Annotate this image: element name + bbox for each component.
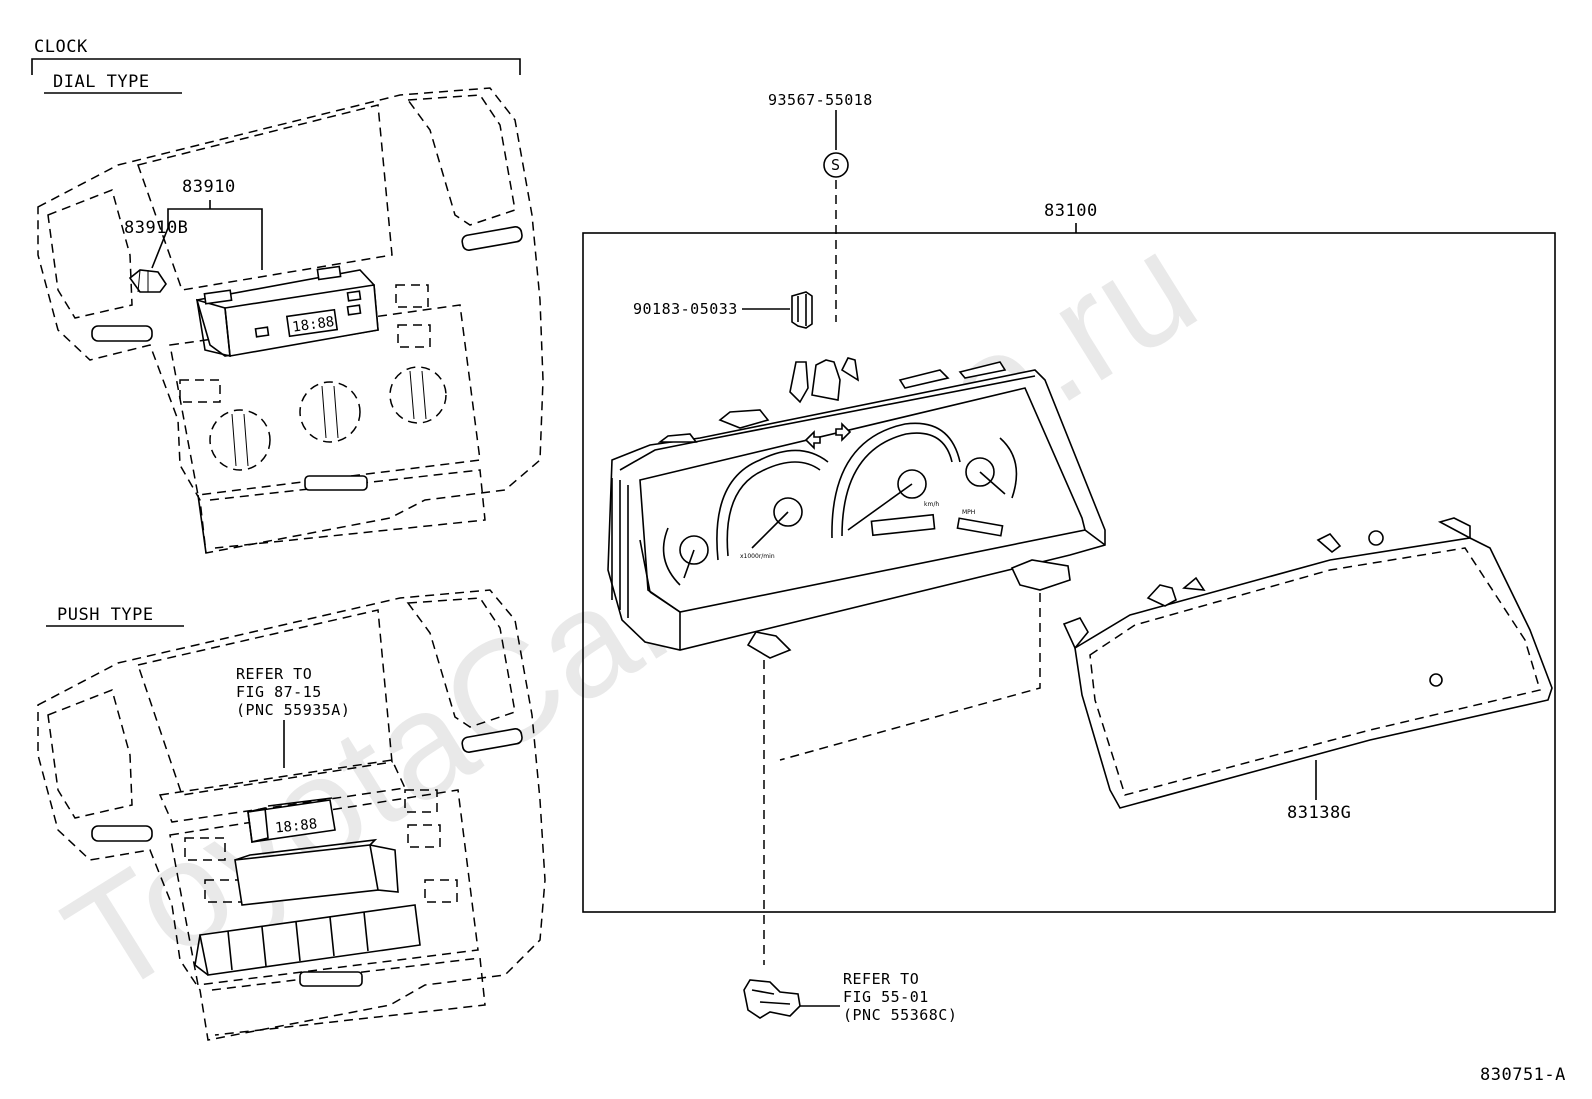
label-90183: 90183-05033 [633, 300, 738, 318]
dial-right-vent-slot [461, 226, 523, 251]
meter-bottom-bracket-right [1010, 559, 1071, 591]
push-panel-outline [37, 589, 546, 1041]
dial-type-panel: 18:88 83910 83910B [37, 87, 544, 554]
assembly-frame-83100 [582, 232, 1556, 913]
push-type-panel: 18:88 REFER TO FIG 87-15 (PNC 55935A) [37, 589, 546, 1041]
refer-push-line2: FIG 87-15 [236, 683, 322, 701]
push-control-face [169, 789, 479, 986]
meter-fuel-gauge [662, 527, 709, 586]
dial-slot-left [179, 379, 221, 403]
meter-odometer-window [870, 513, 936, 537]
meter-temp-gauge [965, 437, 1018, 499]
meter-bottom-bracket-left [746, 631, 792, 659]
label-83910B: 83910B [124, 218, 188, 238]
dial-knob-middle [299, 381, 361, 443]
push-clock-digits: 18:88 [274, 816, 318, 836]
s-symbol: S [831, 156, 841, 174]
push-display-frame [137, 609, 393, 796]
push-button-row [194, 904, 421, 976]
push-right-vent-slot [461, 728, 523, 753]
meter-bracket [743, 979, 801, 1019]
mph-label: MPH [962, 509, 975, 516]
figure-code: 830751-A [1480, 1065, 1566, 1085]
meter-tachometer: x1000r/min [716, 449, 829, 561]
refer-bracket-line2: FIG 55-01 [843, 988, 929, 1006]
push-bottom-tray [211, 957, 486, 1036]
dial-panel-outline [37, 87, 544, 554]
meter-top-brackets [657, 357, 1007, 443]
meter-speedometer: km/h MPH [831, 422, 975, 539]
refer-push-line3: (PNC 55935A) [236, 701, 350, 719]
combination-meter: x1000r/min km/h MPH [607, 357, 1106, 965]
label-83100: 83100 [1044, 201, 1098, 221]
push-slot-right-2 [407, 824, 441, 848]
clock-heading-group: CLOCK DIAL TYPE [31, 37, 521, 94]
push-slot-right-1 [404, 789, 438, 813]
meter-turn-arrows [804, 422, 852, 450]
label-83138G: 83138G [1287, 803, 1351, 823]
dial-right-vent [406, 94, 516, 226]
refer-push-line1: REFER TO [236, 665, 312, 683]
dial-display-frame [137, 104, 393, 291]
clock-bracket-line [31, 58, 521, 75]
dial-knob-left [209, 409, 271, 471]
lens-screw-hole [1429, 673, 1443, 687]
refer-bracket-line1: REFER TO [843, 970, 919, 988]
refer-bracket-line3: (PNC 55368C) [843, 1006, 957, 1024]
screw-93567-group: 93567-55018 S [768, 91, 873, 322]
meter-to-lens-dash [779, 593, 1041, 761]
push-left-vent-slot [91, 825, 153, 842]
label-83910: 83910 [182, 177, 236, 197]
leader-83910 [167, 208, 263, 270]
clock-heading: CLOCK [34, 37, 88, 57]
leader-83910B [151, 227, 169, 269]
tach-unit-label: x1000r/min [740, 553, 775, 560]
meter-indicator-strip [956, 517, 1004, 537]
clip-90183 [791, 291, 813, 329]
push-slot-left [184, 837, 226, 861]
lens-inner [1089, 547, 1541, 796]
push-type-label: PUSH TYPE [57, 605, 154, 625]
dial-tray-handle [304, 475, 368, 491]
label-93567: 93567-55018 [768, 91, 873, 109]
dial-left-vent-slot [91, 325, 153, 342]
dial-clock-unit: 18:88 [195, 265, 379, 358]
dial-left-vent [47, 188, 133, 319]
dial-type-label: DIAL TYPE [53, 72, 150, 92]
speed-unit-label: km/h [924, 501, 939, 508]
dial-clock-lcd [285, 308, 339, 338]
push-right-vent [406, 597, 516, 728]
meter-lens-83138G: 83138G [1062, 517, 1553, 823]
push-slot-right-3 [424, 879, 458, 903]
dial-lower-edge [197, 494, 207, 554]
push-clock-unit: 18:88 [247, 797, 336, 843]
bracket-55368C-group: REFER TO FIG 55-01 (PNC 55368C) [743, 970, 957, 1024]
push-upper-trim [158, 759, 407, 823]
dial-clock-digits: 18:88 [291, 314, 335, 336]
bulb-socket-83910B [128, 269, 167, 293]
clip-90183-group: 90183-05033 [633, 291, 813, 329]
lens-outer [1074, 537, 1553, 809]
dial-slot-right-1 [395, 284, 429, 308]
dial-knob-right [389, 366, 447, 424]
dial-slot-right-2 [397, 324, 431, 348]
push-left-vent [47, 688, 133, 819]
push-tray-handle [299, 971, 363, 987]
s-symbol-circle [823, 152, 849, 178]
